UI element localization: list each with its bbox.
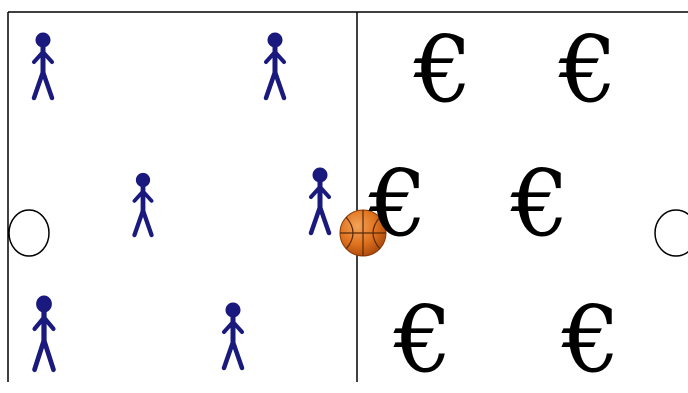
court-diagram [7,11,688,382]
player-icon [34,33,52,98]
right-hoop-icon [654,209,688,257]
basketball-icon [339,209,387,257]
left-hoop-icon [8,209,50,257]
player-icon [266,33,284,98]
euro-symbol: € [413,16,473,123]
player-icon [311,168,329,233]
player-icon [35,296,54,369]
euro-symbol: € [510,150,570,257]
euro-symbol: € [368,150,428,257]
player-icon [134,173,151,235]
player-icon [224,303,242,368]
euro-symbol: € [558,16,618,123]
euro-symbol: € [561,286,621,393]
euro-symbol: € [393,286,453,393]
